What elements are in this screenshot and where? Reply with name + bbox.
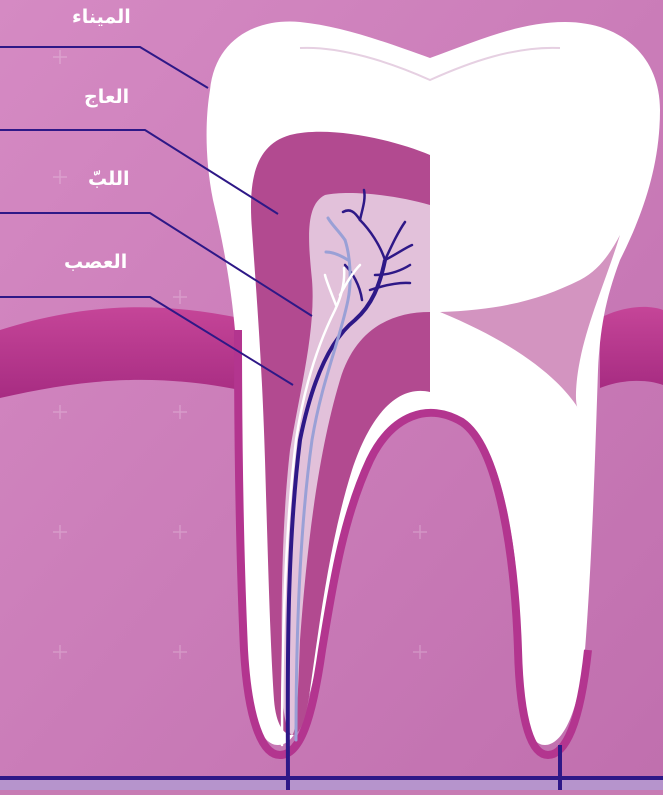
base-strip (0, 780, 663, 790)
label-enamel: الميناء (72, 6, 131, 28)
gum-right (600, 307, 663, 388)
label-dentin: العاج (84, 86, 129, 108)
label-nerve: العصب (64, 251, 127, 273)
label-pulp: اللبّ (88, 168, 130, 190)
